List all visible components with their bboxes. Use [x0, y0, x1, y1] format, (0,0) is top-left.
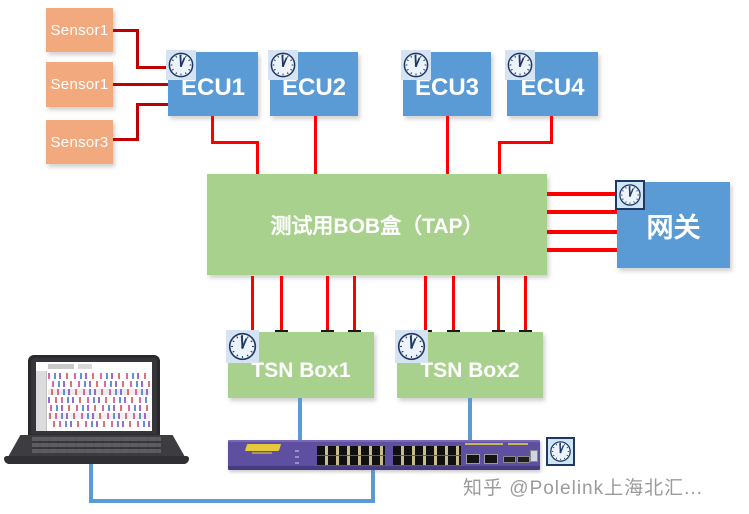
watermark-text: 知乎 @Polelink上海北汇...	[463, 478, 703, 499]
sensor2-label: Sensor1	[50, 76, 109, 93]
rj45-port-row	[317, 446, 385, 455]
connector-laptop-switch-seg1	[89, 462, 93, 503]
connector-tsn2-switch	[468, 398, 472, 440]
connector-sensor2-ecu1	[113, 83, 168, 86]
ethernet-switch	[228, 440, 540, 470]
trace-row	[48, 421, 150, 427]
tsn-box2-label: TSN Box2	[420, 359, 520, 382]
gateway-label: 网关	[646, 212, 701, 243]
laptop-keyboard	[32, 437, 161, 453]
rj45-port-row	[317, 456, 385, 465]
connector-ecu2-tap	[314, 116, 317, 174]
laptop-app-sidebar	[36, 371, 47, 431]
switch-console-connector	[530, 450, 538, 462]
laptop-trace-table	[48, 373, 150, 429]
connector-sensor1-ecu1-seg3	[136, 66, 168, 69]
clock-icon	[395, 330, 428, 363]
connector-ecu4-tap-seg1	[550, 116, 553, 144]
connector-tap-tsn1-4	[353, 276, 356, 332]
connector-sensor3-ecu1-seg1	[113, 138, 139, 141]
clock-icon	[166, 50, 196, 80]
sensor3-node: Sensor3	[46, 120, 113, 164]
connector-sensor3-ecu1-seg2	[136, 103, 139, 141]
connector-sensor3-ecu1-seg3	[136, 103, 168, 106]
switch-brand-logo-underline	[252, 452, 272, 454]
connector-ecu1-tap-seg2	[211, 141, 259, 144]
connector-tsn1-switch	[298, 398, 302, 440]
sensor1-label: Sensor1	[50, 21, 109, 39]
clock-icon	[401, 50, 431, 80]
connector-tap-gateway-4	[547, 248, 617, 252]
switch-port-group-2	[393, 446, 461, 466]
connector-ecu4-tap-seg2	[498, 141, 553, 144]
laptop-screen-content	[36, 362, 152, 431]
clock-icon	[546, 437, 575, 466]
connector-tap-gateway-2	[547, 210, 617, 214]
clock-icon	[226, 330, 259, 363]
connector-tap-tsn2-1	[424, 276, 427, 332]
sensor2-node: Sensor1	[46, 62, 113, 107]
switch-port-label	[508, 443, 528, 445]
tap-label: 测试用BOB盒（TAP）	[270, 214, 484, 238]
clock-icon	[615, 180, 645, 210]
connector-tap-tsn2-4	[524, 276, 527, 332]
rj45-port-row	[393, 446, 461, 455]
connector-sensor1-ecu1-seg2	[136, 29, 139, 69]
switch-port-label	[465, 443, 503, 445]
trace-row	[48, 413, 150, 419]
switch-sfp-slot-1	[503, 456, 516, 463]
connector-laptop-switch-seg3	[371, 470, 375, 503]
connector-ecu1-tap-seg1	[211, 116, 214, 144]
connector-ecu1-tap-seg3	[256, 141, 259, 174]
trace-row	[48, 389, 150, 395]
trace-row	[48, 397, 150, 403]
laptop-bottom-edge	[4, 456, 189, 464]
switch-combo-port-2	[484, 454, 498, 464]
sensor1-node: Sensor1	[46, 8, 113, 52]
clock-icon	[268, 50, 298, 80]
rj45-port-row	[393, 456, 461, 465]
connector-laptop-switch-seg2	[89, 499, 375, 503]
trace-row	[48, 405, 150, 411]
switch-combo-port-1	[466, 454, 480, 464]
connector-tap-tsn1-1	[251, 276, 254, 332]
connector-tap-tsn1-2	[280, 276, 283, 332]
trace-row	[48, 373, 150, 379]
sensor3-label: Sensor3	[50, 133, 109, 151]
connector-tap-gateway-1	[547, 192, 617, 196]
connector-sensor1-ecu1-seg1	[113, 29, 139, 32]
connector-tap-tsn2-2	[452, 276, 455, 332]
tsn-box1-label: TSN Box1	[251, 359, 351, 382]
switch-port-group-1	[317, 446, 385, 466]
switch-brand-logo	[244, 444, 282, 451]
clock-icon	[505, 50, 535, 80]
tap-node: 测试用BOB盒（TAP）	[207, 174, 547, 275]
laptop-screen	[28, 355, 160, 437]
trace-row	[48, 381, 150, 387]
switch-led-indicators	[295, 448, 299, 464]
connector-tap-tsn1-3	[326, 276, 329, 332]
laptop-keyboard-base	[8, 435, 185, 457]
connector-tap-tsn2-3	[497, 276, 500, 332]
switch-sfp-slot-2	[517, 456, 530, 463]
laptop-app-toolbar	[48, 364, 150, 369]
connector-ecu3-tap	[446, 116, 449, 174]
connector-ecu4-tap-seg3	[498, 141, 501, 174]
connector-tap-gateway-3	[547, 230, 617, 234]
